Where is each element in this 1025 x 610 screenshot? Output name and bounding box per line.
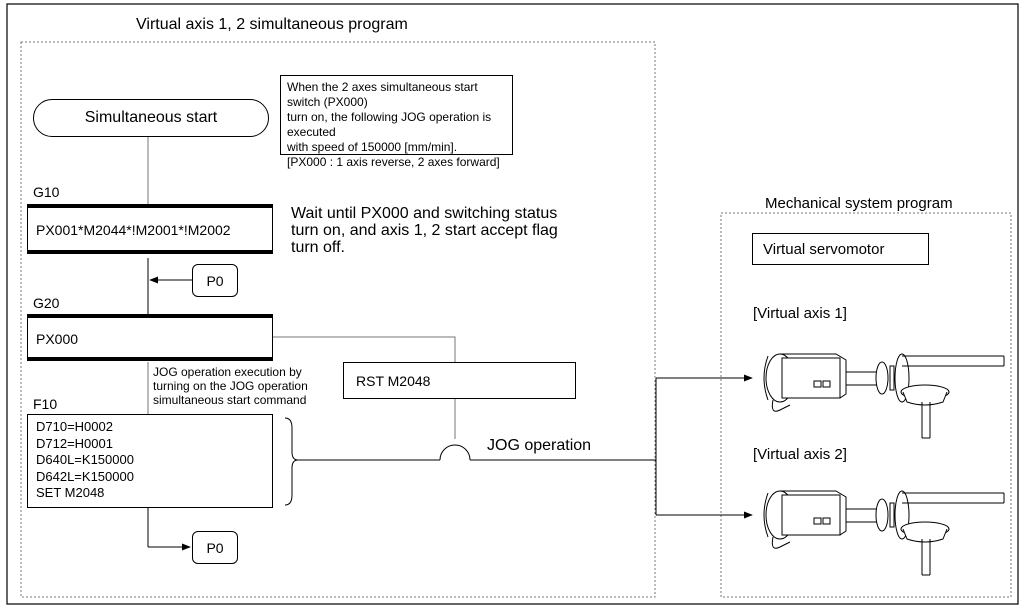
p0-top-jump: P0 <box>192 264 238 297</box>
start-terminal: Simultaneous start <box>33 99 269 137</box>
g10-step-label: G10 <box>33 184 60 200</box>
g20-branch <box>273 336 456 362</box>
rst-box: RST M2048 <box>343 362 576 399</box>
motor-axis2-icon <box>763 490 1005 576</box>
virtual-servomotor-box: Virtual servomotor <box>752 233 929 265</box>
f10-step-label: F10 <box>33 396 58 412</box>
g20-step-label: G20 <box>33 295 60 311</box>
f10-operation-box: D710=H0002 D712=H0001 D640L=K150000 D642… <box>27 414 273 508</box>
mech-title: Mechanical system program <box>765 195 953 212</box>
outer-frame <box>6 3 1019 605</box>
program-title: Virtual axis 1, 2 simultaneous program <box>136 16 408 33</box>
virtual-axis-2-label: [Virtual axis 2] <box>753 446 847 463</box>
p0-bottom-jump: P0 <box>192 531 238 564</box>
g20-transition-box: PX000 <box>27 314 273 361</box>
f10-brace <box>284 417 299 506</box>
g10-transition-box: PX001*M2044*!M2001*!M2002 <box>27 204 273 254</box>
program-frame <box>20 41 656 598</box>
g10-comment: Wait until PX000 and switching status tu… <box>291 205 558 256</box>
motor-axis1-icon <box>763 353 1005 439</box>
note-box: When the 2 axes simultaneous start switc… <box>280 75 513 169</box>
jog-hop <box>439 444 471 461</box>
jog-operation-label: JOG operation <box>487 437 592 454</box>
virtual-axis-1-label: [Virtual axis 1] <box>753 305 847 322</box>
jog-execution-comment: JOG operation execution by turning on th… <box>153 365 308 407</box>
mech-frame <box>720 212 1012 598</box>
